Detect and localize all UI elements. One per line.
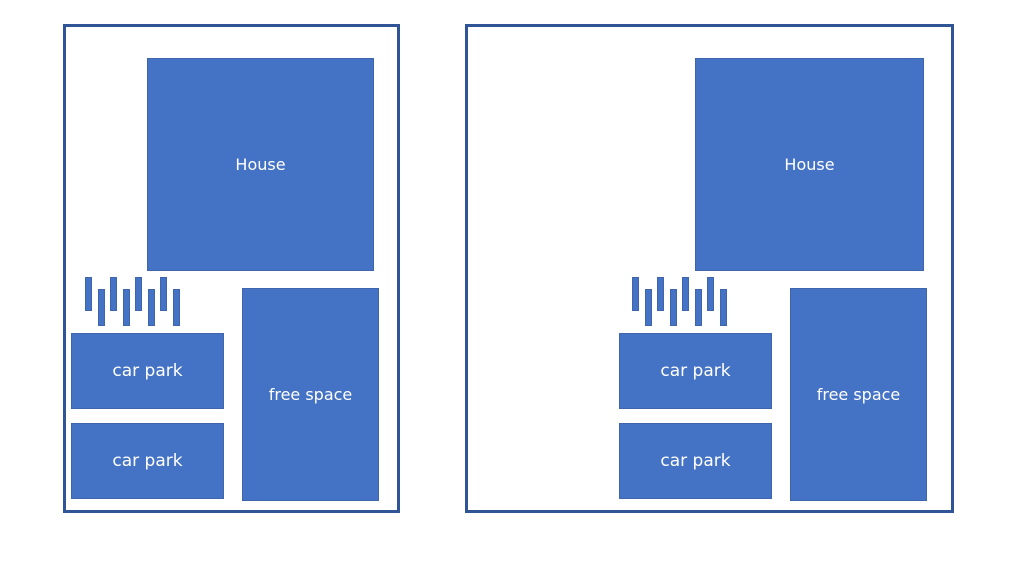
divider-bar [644, 289, 652, 326]
house-block: House [695, 58, 924, 271]
free-space-block: free space [790, 288, 927, 501]
divider-bars [632, 277, 732, 326]
free-space-label: free space [268, 385, 353, 404]
divider-bar [122, 289, 130, 326]
divider-bar [110, 277, 117, 311]
plot-layout-left: House car park car park free space [63, 24, 400, 513]
divider-bar [632, 277, 639, 311]
divider-bar [707, 277, 714, 311]
divider-bar [135, 277, 142, 311]
car-park-top-block: car park [71, 333, 224, 409]
house-block: House [147, 58, 374, 271]
car-park-top-block: car park [619, 333, 772, 409]
car-park-bottom-label: car park [112, 451, 183, 471]
house-label: House [784, 155, 835, 174]
plot-layout-right: House car park car park free space [465, 24, 954, 513]
car-park-bottom-label: car park [660, 451, 731, 471]
divider-bar [85, 277, 92, 311]
divider-bar [172, 289, 180, 326]
divider-bars [85, 277, 185, 326]
divider-bar [719, 289, 727, 326]
car-park-top-label: car park [660, 361, 731, 381]
car-park-top-label: car park [112, 361, 183, 381]
car-park-bottom-block: car park [71, 423, 224, 499]
divider-bar [160, 277, 167, 311]
house-label: House [235, 155, 286, 174]
divider-bar [694, 289, 702, 326]
divider-bar [97, 289, 105, 326]
divider-bar [147, 289, 155, 326]
car-park-bottom-block: car park [619, 423, 772, 499]
divider-bar [682, 277, 689, 311]
divider-bar [669, 289, 677, 326]
free-space-label: free space [816, 385, 901, 404]
free-space-block: free space [242, 288, 379, 501]
divider-bar [657, 277, 664, 311]
